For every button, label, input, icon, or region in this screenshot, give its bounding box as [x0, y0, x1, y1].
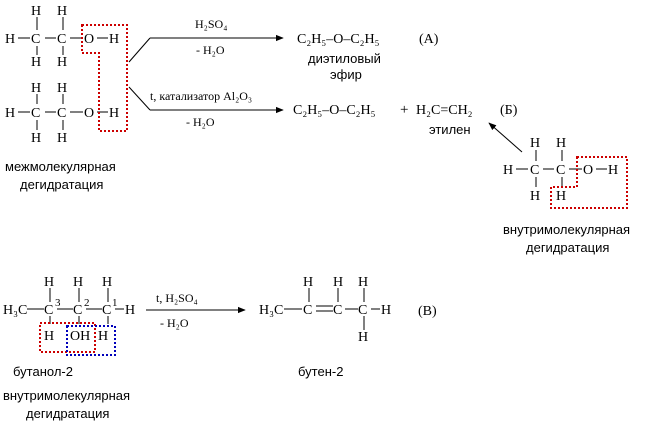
atom-c: C — [358, 303, 367, 318]
butanol-name: бутанол-2 — [13, 364, 73, 379]
atom-c: C — [333, 303, 342, 318]
butanol-2-molecule: H₃C C C C H H H H 3 2 1 H OH H — [3, 275, 135, 344]
atom-h: H — [556, 136, 566, 151]
atom-h: H — [503, 163, 513, 178]
carbon-number: 3 — [55, 297, 61, 309]
reaction-a: H₂SO₄ - H₂O C₂H₅–O–C₂H₅ диэтиловый эфир … — [128, 17, 439, 82]
reaction-a-condition: H₂SO₄ — [195, 17, 227, 31]
atom-h3c: H₃C — [259, 303, 283, 318]
intramolecular-label: внутримолекулярная — [503, 222, 630, 237]
reaction-v-tag: (В) — [418, 304, 437, 319]
reaction-b-product: C₂H₅–O–C₂H₅ — [293, 103, 376, 118]
atom-h: H — [98, 329, 108, 344]
butanol-dehydration-type: внутримолекулярная — [3, 388, 130, 403]
intramolecular-label: дегидратация — [526, 240, 609, 255]
intermolecular-water-highlight — [81, 24, 128, 132]
carbon-number: 1 — [112, 297, 118, 309]
atom-h: H — [530, 189, 540, 204]
intermolecular-label: дегидратация — [20, 177, 103, 192]
atom-h: H — [57, 55, 67, 70]
butanol-dehydration-type: дегидратация — [26, 406, 109, 421]
atom-c: C — [44, 303, 53, 318]
atom-h: H — [381, 303, 391, 318]
reaction-v-condition: - H₂O — [160, 316, 189, 330]
reaction-a-tag: (А) — [419, 32, 439, 47]
atom-h: H — [358, 330, 368, 345]
reaction-a-condition: - H₂O — [196, 43, 225, 57]
reaction-b-condition: t, катализатор Al₂O₃ — [150, 89, 252, 103]
atom-o: O — [583, 163, 593, 178]
atom-c: C — [102, 303, 111, 318]
butanol-red-highlight — [39, 322, 96, 353]
ethanol-molecule-1: H C C O H H H H H — [5, 4, 119, 70]
reaction-a-product: C₂H₅–O–C₂H₅ — [297, 32, 380, 47]
atom-h: H — [556, 189, 566, 204]
atom-oh: OH — [70, 329, 90, 344]
atom-h: H — [31, 4, 41, 19]
reaction-v: t, H₂SO₄ - H₂O (В) — [146, 291, 437, 330]
atom-h: H — [109, 106, 119, 121]
ethanol-molecule-3: H C C O H H H H H — [503, 136, 618, 204]
reaction-b: t, катализатор Al₂O₃ - H₂O C₂H₅–O–C₂H₅ +… — [128, 86, 523, 153]
atom-o: O — [84, 106, 94, 121]
atom-h: H — [31, 131, 41, 146]
atom-h: H — [57, 4, 67, 19]
atom-c: C — [556, 163, 565, 178]
atom-h: H — [57, 81, 67, 96]
atom-h: H — [608, 163, 618, 178]
butene-2-molecule: H₃C C C C H H H H H — [259, 275, 391, 345]
reaction-b-product: H₂C=CH₂ — [416, 103, 473, 118]
atom-h: H — [125, 303, 135, 318]
atom-h3c: H₃C — [3, 303, 27, 318]
atom-h: H — [31, 55, 41, 70]
atom-h: H — [31, 81, 41, 96]
atom-o: O — [84, 32, 94, 47]
atom-c: C — [303, 303, 312, 318]
atom-h: H — [102, 275, 112, 290]
atom-h: H — [73, 275, 83, 290]
atom-c: C — [31, 106, 40, 121]
reaction-a-product-name: эфир — [330, 67, 362, 82]
atom-h: H — [5, 106, 15, 121]
reaction-b-product-name: этилен — [429, 122, 471, 137]
butanol-blue-highlight — [66, 325, 116, 356]
atom-h: H — [530, 136, 540, 151]
ethanol-molecule-2: H C C O H H H H H — [5, 81, 119, 146]
reaction-b-condition: - H₂O — [186, 115, 215, 129]
atom-c: C — [31, 32, 40, 47]
atom-h: H — [333, 275, 343, 290]
atom-h: H — [5, 32, 15, 47]
atom-h: H — [44, 329, 54, 344]
atom-c: C — [73, 303, 82, 318]
intermolecular-label: межмолекулярная — [5, 159, 116, 174]
butene-name: бутен-2 — [298, 364, 343, 379]
reaction-b-plus: + — [400, 102, 408, 118]
atom-h: H — [358, 275, 368, 290]
atom-h: H — [303, 275, 313, 290]
carbon-number: 2 — [84, 297, 90, 309]
atom-h: H — [109, 32, 119, 47]
reaction-a-product-name: диэтиловый — [308, 51, 381, 66]
reaction-v-condition: t, H₂SO₄ — [156, 291, 198, 305]
atom-c: C — [57, 106, 66, 121]
reaction-b-tag: (Б) — [500, 103, 518, 118]
atom-c: C — [57, 32, 66, 47]
atom-c: C — [530, 163, 539, 178]
atom-h: H — [57, 131, 67, 146]
atom-h: H — [44, 275, 54, 290]
intramolecular-water-highlight — [550, 156, 628, 209]
